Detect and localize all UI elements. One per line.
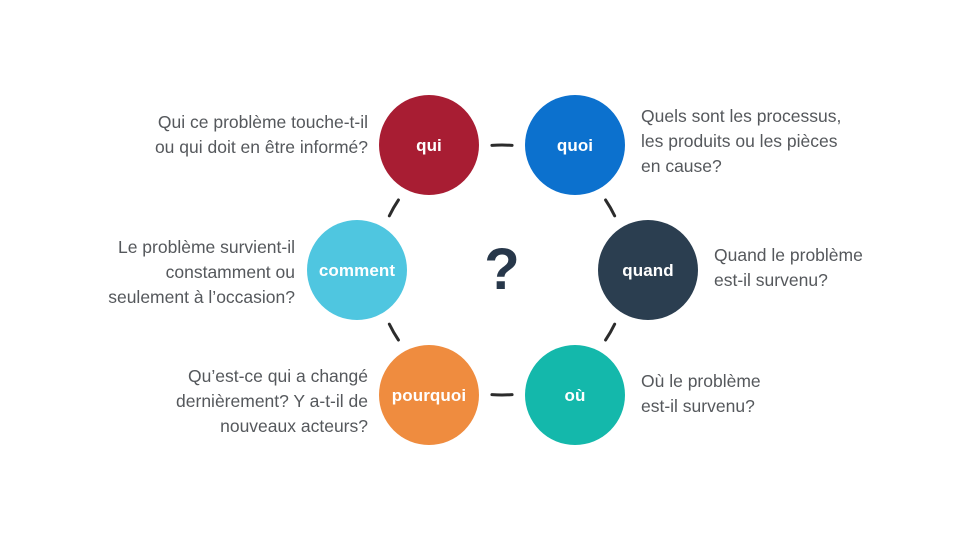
node-quand[interactable]: quand — [598, 220, 698, 320]
caption-pourquoi: Qu’est-ce qui a changé dernièrement? Y a… — [176, 366, 368, 436]
node-label-comment: comment — [318, 260, 396, 280]
caption-ou: Où le problème est-il survenu? — [641, 371, 761, 416]
caption-qui: Qui ce problème touche-t-il ou qui doit … — [154, 112, 368, 157]
arc-quoi-to-quand — [604, 198, 617, 218]
caption-comment: Le problème survient-il constamment ou s… — [108, 237, 295, 307]
node-qui[interactable]: qui — [379, 95, 479, 195]
caption-quoi: Quels sont les processus, les produits o… — [641, 106, 842, 176]
node-quoi[interactable]: quoi — [525, 95, 625, 195]
connector-arcs — [387, 143, 617, 397]
arc-comment-to-qui — [387, 198, 400, 218]
node-label-qui: qui — [416, 135, 442, 155]
arc-quand-to-ou — [604, 322, 617, 342]
caption-quand: Quand le problème est-il survenu? — [714, 245, 863, 290]
node-comment[interactable]: comment — [307, 220, 407, 320]
arc-pourquoi-to-comment — [387, 322, 400, 342]
node-label-quand: quand — [622, 260, 674, 280]
node-label-quoi: quoi — [556, 135, 594, 155]
node-ou[interactable]: où — [525, 345, 625, 445]
node-label-pourquoi: pourquoi — [391, 385, 467, 405]
node-pourquoi[interactable]: pourquoi — [379, 345, 479, 445]
node-label-ou: où — [564, 385, 586, 405]
center-question-mark: ? — [484, 237, 520, 302]
